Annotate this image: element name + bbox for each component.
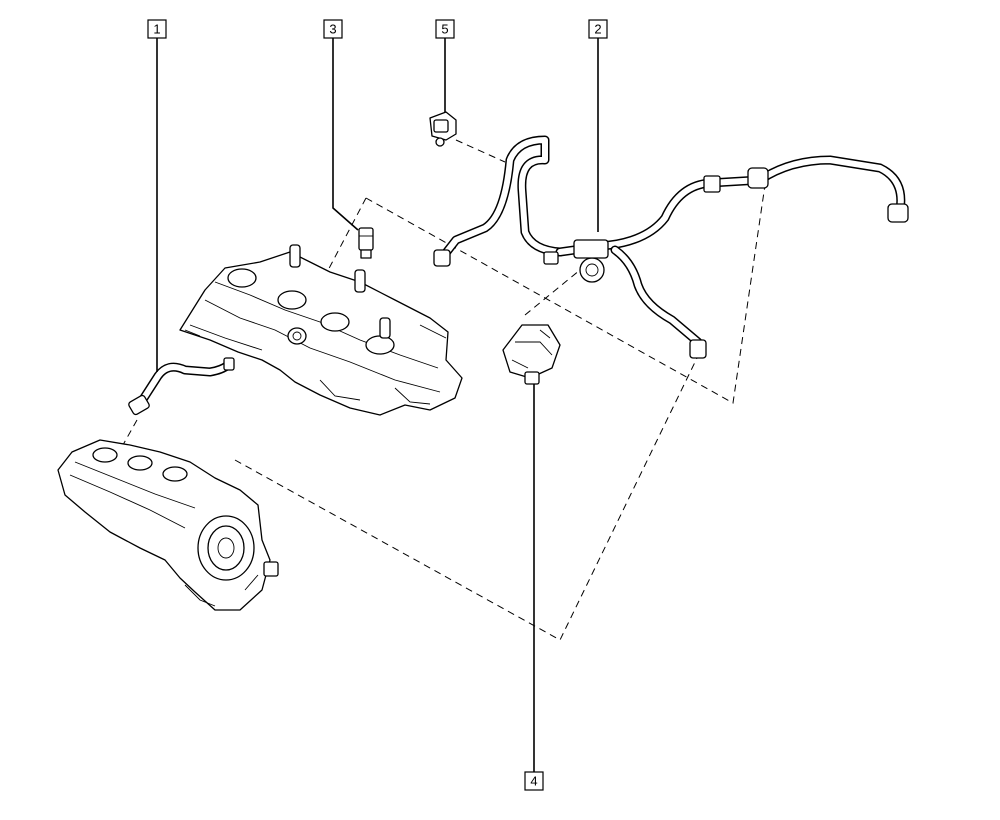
part-2-main-hose xyxy=(433,135,909,359)
guide-line-connector-to-head xyxy=(292,197,367,338)
leader-lines xyxy=(156,38,599,772)
callout-5-label: 5 xyxy=(441,22,448,37)
cylinder-head-assembly xyxy=(179,244,463,416)
callout-5: 5 xyxy=(435,19,455,39)
part-4-sensor xyxy=(502,324,561,385)
callout-1-label: 1 xyxy=(153,22,160,37)
callout-3: 3 xyxy=(323,19,343,39)
part-1-short-hose xyxy=(128,357,235,416)
callout-3-label: 3 xyxy=(329,22,336,37)
callout-4: 4 xyxy=(524,771,544,791)
leader-3 xyxy=(332,38,359,231)
callout-4-label: 4 xyxy=(530,774,537,789)
callout-2-label: 2 xyxy=(594,22,601,37)
callout-2: 2 xyxy=(588,19,608,39)
guide-line-sensor-to-hose xyxy=(524,269,581,316)
guide-line-clip xyxy=(455,139,506,163)
guide-line-intake-to-hose-end xyxy=(234,357,698,641)
guide-line-connector-to-manifold xyxy=(365,184,766,404)
part-5-clip xyxy=(429,111,457,147)
intake-manifold-assembly xyxy=(57,439,279,611)
callout-1: 1 xyxy=(147,19,167,39)
part-3-connector xyxy=(358,227,374,259)
